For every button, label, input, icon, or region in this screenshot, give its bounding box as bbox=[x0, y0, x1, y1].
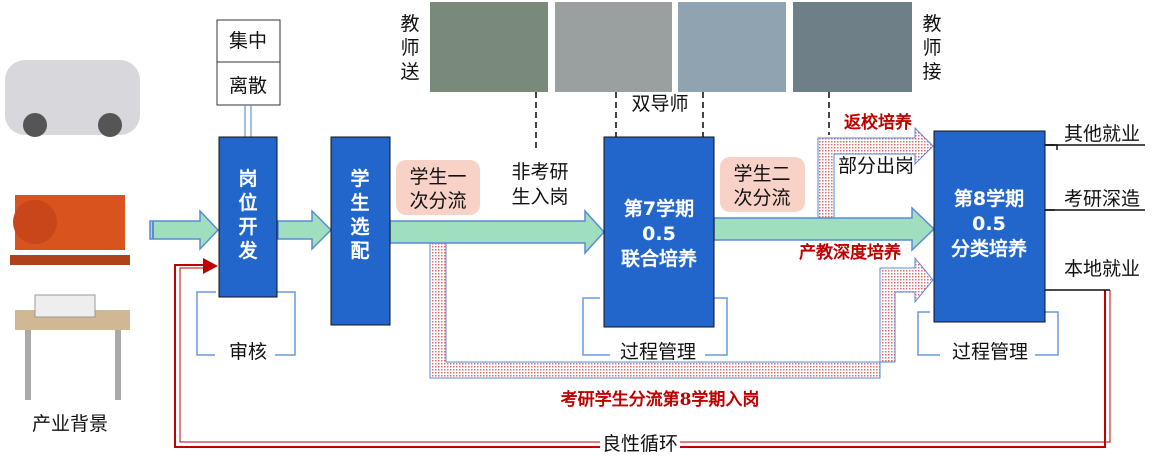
svg-text:位: 位 bbox=[238, 191, 257, 214]
deep-training-label: 产教深度培养 bbox=[799, 242, 902, 263]
svg-text:学生二: 学生二 bbox=[733, 163, 790, 185]
photo-meeting bbox=[555, 2, 672, 92]
svg-text:配: 配 bbox=[350, 240, 369, 262]
svg-text:生入岗: 生入岗 bbox=[511, 186, 568, 208]
teacher-send-label: 教 师 送 bbox=[400, 13, 419, 83]
dual-mentor-label: 双导师 bbox=[631, 93, 688, 115]
svg-text:次分流: 次分流 bbox=[733, 187, 790, 209]
mode-centralized: 集中 bbox=[229, 30, 267, 52]
svg-text:分类培养: 分类培养 bbox=[951, 237, 1027, 260]
semester8-box bbox=[933, 130, 1046, 323]
svg-text:师: 师 bbox=[400, 37, 419, 59]
svg-text:0.5: 0.5 bbox=[972, 213, 1006, 235]
svg-text:选: 选 bbox=[350, 216, 369, 238]
svg-text:次分流: 次分流 bbox=[409, 190, 466, 212]
pump-image bbox=[10, 195, 130, 265]
student-match-box bbox=[330, 136, 391, 326]
partial-exit-label: 部分出岗 bbox=[838, 155, 914, 177]
split1-badge bbox=[396, 160, 480, 215]
split2-badge bbox=[720, 157, 805, 212]
photo-send bbox=[430, 2, 548, 92]
svg-text:0.5: 0.5 bbox=[642, 223, 676, 245]
svg-text:学: 学 bbox=[350, 167, 369, 190]
svg-text:教: 教 bbox=[400, 13, 419, 35]
process-mgmt-label-7: 过程管理 bbox=[620, 341, 696, 363]
semester7-box bbox=[603, 136, 715, 328]
svg-text:教: 教 bbox=[922, 13, 941, 35]
svg-text:生: 生 bbox=[350, 191, 369, 214]
grad-flow-label: 考研学生分流第8学期入岗 bbox=[560, 389, 760, 410]
return-school-label: 返校培养 bbox=[844, 112, 913, 133]
sewing-machine-image bbox=[15, 294, 130, 400]
mode-dispersed: 离散 bbox=[229, 75, 267, 97]
job-development-box bbox=[218, 136, 278, 298]
svg-text:接: 接 bbox=[922, 61, 941, 83]
svg-text:发: 发 bbox=[237, 239, 258, 262]
svg-text:学生一: 学生一 bbox=[409, 166, 466, 188]
process-mgmt-label-8: 过程管理 bbox=[952, 341, 1028, 363]
svg-text:第8学期: 第8学期 bbox=[954, 187, 1024, 210]
svg-text:岗: 岗 bbox=[238, 168, 257, 190]
car-image bbox=[5, 60, 140, 137]
background-label: 产业背景 bbox=[32, 413, 108, 435]
output-graduate-study: 考研深造 bbox=[1064, 188, 1140, 210]
review-label: 审核 bbox=[229, 341, 267, 363]
output-other-jobs: 其他就业 bbox=[1064, 123, 1140, 145]
svg-text:联合培养: 联合培养 bbox=[621, 247, 697, 270]
cycle-label: 良性循环 bbox=[602, 433, 678, 455]
teacher-pickup-label: 教 师 接 bbox=[922, 13, 941, 83]
svg-text:师: 师 bbox=[922, 37, 941, 59]
svg-text:送: 送 bbox=[400, 61, 419, 83]
non-grad-label: 非考研 bbox=[511, 161, 568, 183]
svg-text:开: 开 bbox=[238, 216, 257, 238]
output-local-jobs: 本地就业 bbox=[1064, 258, 1140, 280]
photo-pickup bbox=[793, 2, 912, 92]
svg-text:第7学期: 第7学期 bbox=[624, 197, 694, 220]
photo-mentor bbox=[678, 2, 786, 92]
